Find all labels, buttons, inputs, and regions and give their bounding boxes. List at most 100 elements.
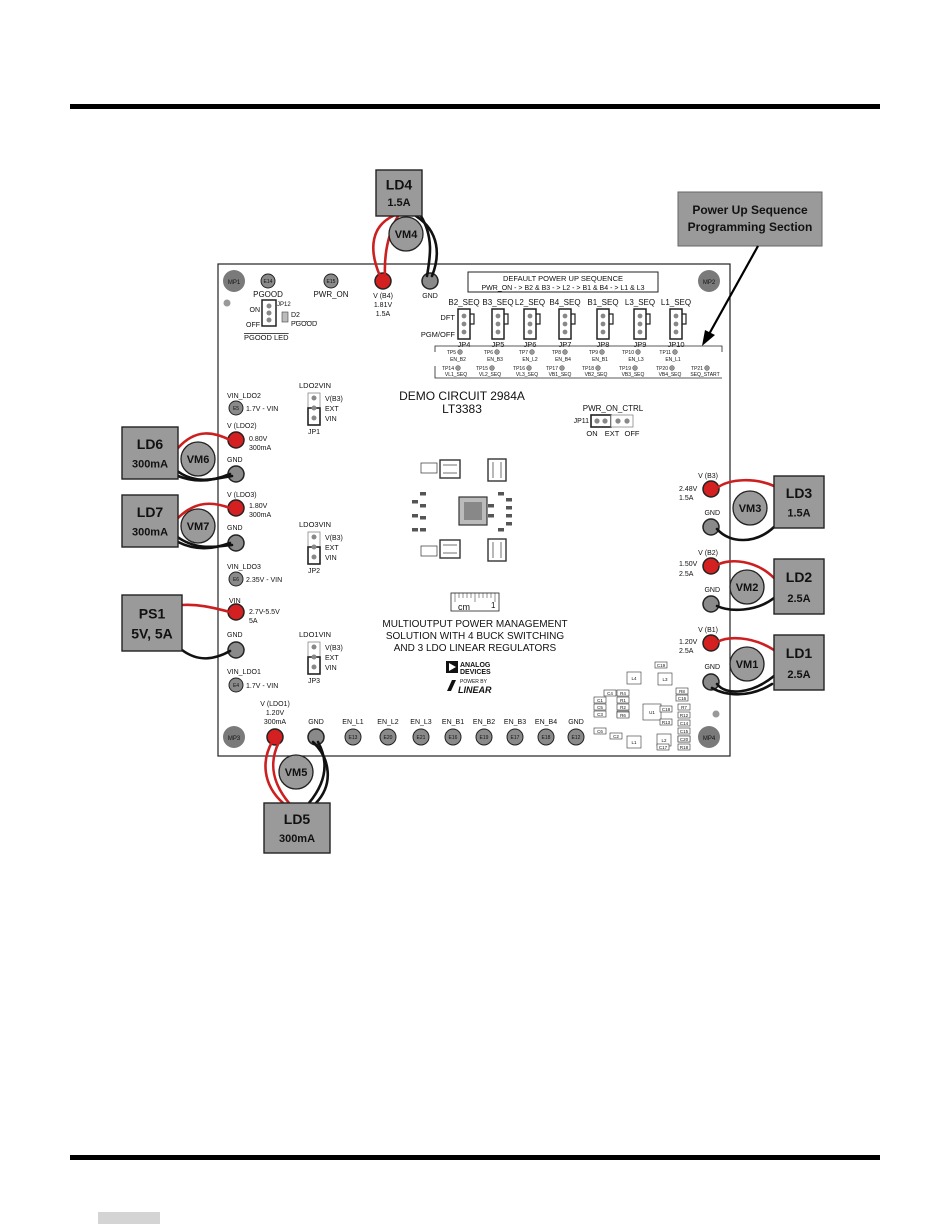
tp1-id-4: TP9	[589, 350, 598, 356]
vb4-current: 1.5A	[376, 311, 391, 318]
tp2-pad-4[interactable]	[595, 365, 601, 371]
small-passives: C19L4L3C4R4R8C1R1C16C5R2C3R3U1C18R7C6R12…	[412, 492, 691, 751]
tp1-pad-3[interactable]	[562, 349, 568, 355]
en-turret-0[interactable]	[344, 728, 362, 746]
vldo1-turret[interactable]	[266, 728, 284, 746]
en-label-0: EN_L1	[342, 719, 364, 726]
vldo3-current: 300mA	[249, 512, 272, 519]
tp1-pad-4[interactable]	[599, 349, 605, 355]
en-turret-id-5: E17	[511, 735, 520, 741]
component-r8: R8	[679, 689, 685, 694]
tp1-pad-2[interactable]	[529, 349, 535, 355]
vb3-voltage: 2.48V	[679, 486, 698, 493]
turret-e15[interactable]	[323, 273, 339, 289]
logo-analog-line2: DEVICES	[460, 669, 491, 676]
component-c17: C17	[659, 745, 668, 750]
tp2-net-6: VB4_SEQ	[659, 372, 682, 378]
board-desc-line1: MULTIOUTPUT POWER MANAGEMENT	[382, 619, 567, 630]
load-value-3: 5V, 5A	[131, 626, 173, 642]
jp12-off-label: OFF	[246, 322, 260, 329]
vb3-gnd-turret[interactable]	[702, 518, 720, 536]
vb1-turret[interactable]	[702, 634, 720, 652]
tp2-pad-0[interactable]	[455, 365, 461, 371]
en-turret-7[interactable]	[567, 728, 585, 746]
turret-e4[interactable]	[228, 677, 244, 693]
tp1-net-4: EN_B1	[592, 357, 608, 363]
vldo2-voltage: 0.80V	[249, 436, 268, 443]
ldo-jp-title-0: LDO2VIN	[299, 381, 331, 390]
seq-jp-label-0: JP4	[458, 340, 471, 349]
vb2-turret[interactable]	[702, 557, 720, 575]
callout-power-up-sequence: Power Up Sequence Programming Section	[677, 191, 823, 346]
en-turret-6[interactable]	[537, 728, 555, 746]
vb1-current: 2.5A	[679, 648, 694, 655]
turret-e6[interactable]	[228, 571, 244, 587]
ldo-jp-label-2: JP3	[308, 678, 320, 685]
vb3-turret[interactable]	[702, 480, 720, 498]
seq-header-1: B3_SEQ	[482, 298, 513, 307]
en-turret-id-6: E18	[542, 735, 551, 741]
load-value-5: 2.5A	[787, 593, 810, 605]
meter-label-0: VM4	[395, 229, 419, 241]
default-sequence-box: DEFAULT POWER UP SEQUENCE PWR_ON - > B2 …	[421, 271, 659, 339]
en-label-3: EN_B1	[442, 719, 464, 726]
component-c18: C18	[662, 707, 671, 712]
ldo-jp-opt1-1: V(B3)	[325, 535, 343, 542]
vldo1-gnd-turret[interactable]	[307, 728, 325, 746]
tp2-pad-6[interactable]	[669, 365, 675, 371]
tp2-pad-7[interactable]	[704, 365, 710, 371]
seq-header-2: L2_SEQ	[515, 298, 545, 307]
vin-gnd-turret[interactable]	[227, 641, 245, 659]
tp2-net-7: SEQ_START	[690, 372, 719, 378]
turret-e14[interactable]	[260, 273, 276, 289]
vb1-gnd-turret[interactable]	[702, 673, 720, 691]
jp11-jumper[interactable]	[590, 414, 612, 428]
tp2-pad-5[interactable]	[632, 365, 638, 371]
meter-label-2: VM7	[187, 521, 210, 533]
load-ld6	[121, 426, 179, 480]
vb4-turret[interactable]	[374, 272, 392, 290]
pwr-on-label: PWR_ON	[313, 290, 348, 299]
vb2-current: 2.5A	[679, 571, 694, 578]
meter-label-4: VM2	[736, 582, 759, 594]
tp1-pad-1[interactable]	[494, 349, 500, 355]
center-components	[420, 458, 507, 562]
ldo-jp-opt2-1: EXT	[325, 545, 339, 552]
en-turret-id-2: E21	[417, 735, 426, 741]
tp1-pad-0[interactable]	[457, 349, 463, 355]
load-ps1	[121, 594, 183, 652]
d2-label: D2	[291, 312, 300, 319]
tp1-pad-6[interactable]	[672, 349, 678, 355]
en-turret-id-0: E13	[349, 735, 358, 741]
ldo-jp-opt1-0: V(B3)	[325, 396, 343, 403]
tp1-pad-5[interactable]	[635, 349, 641, 355]
tp2-pad-3[interactable]	[559, 365, 565, 371]
ldo-jp-opt3-0: VIN	[325, 416, 337, 423]
en-label-1: EN_L2	[377, 719, 399, 726]
jp11-off-label: OFF	[625, 429, 640, 438]
vin-gnd-label: GND	[227, 632, 243, 639]
seq-jp-label-6: JP10	[667, 340, 684, 349]
tp2-pad-1[interactable]	[489, 365, 495, 371]
vb4-gnd-turret[interactable]	[421, 272, 439, 290]
turret-e5[interactable]	[228, 400, 244, 416]
tp2-net-2: VL3_SEQ	[516, 372, 538, 378]
en-turret-1[interactable]	[379, 728, 397, 746]
vb2-gnd-turret[interactable]	[702, 595, 720, 613]
en-turret-3[interactable]	[444, 728, 462, 746]
vldo1-voltage: 1.20V	[266, 710, 285, 717]
vb1-gnd-label: GND	[704, 664, 720, 671]
tp2-pad-2[interactable]	[526, 365, 532, 371]
en-turret-2[interactable]	[412, 728, 430, 746]
callout-line2: Programming Section	[688, 220, 813, 234]
tp2-net-0: VL1_SEQ	[445, 372, 467, 378]
component-c5: C5	[597, 705, 603, 710]
vldo3-gnd-label: GND	[227, 525, 243, 532]
en-turret-4[interactable]	[475, 728, 493, 746]
analog-devices-logo: ANALOG DEVICES	[446, 661, 491, 676]
cm-scale: cm 1	[450, 592, 500, 612]
component-c1: C1	[597, 698, 603, 703]
pgood-led-label: PGOOD LED	[244, 333, 289, 342]
vin-ldo3-label: VIN_LDO3	[227, 564, 261, 571]
en-turret-5[interactable]	[506, 728, 524, 746]
